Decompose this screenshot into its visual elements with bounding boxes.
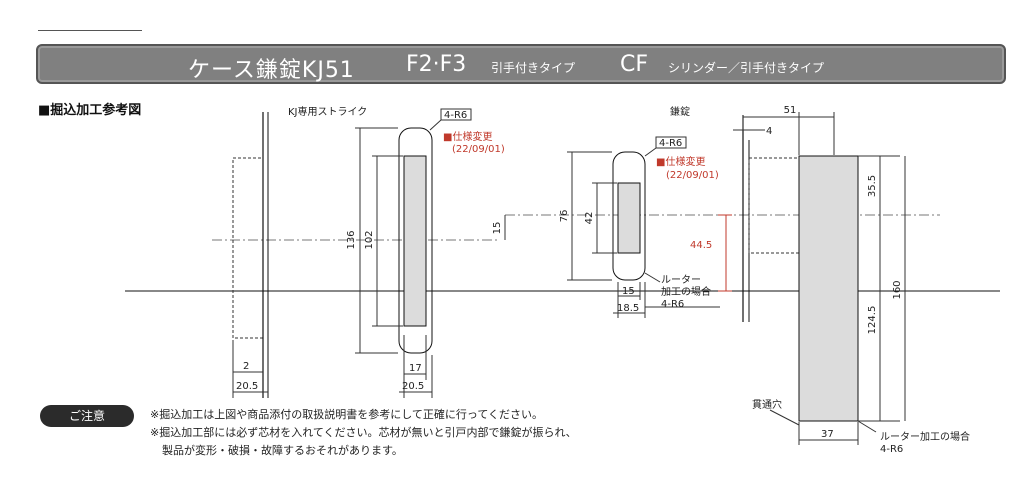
dim-37: 37 <box>821 429 834 440</box>
model-cf: CF <box>620 52 649 77</box>
spec-change-b: ■仕様変更 <box>656 155 705 168</box>
dim-51: 51 <box>784 105 797 116</box>
dim-124-5: 124.5 <box>867 306 878 335</box>
caution-line-3: 製品が変形・破損・故障するおそれがあります。 <box>162 444 403 457</box>
router-label-3: 4-R6 <box>661 299 684 310</box>
lock-case <box>798 155 859 422</box>
section-title: ■掘込加工参考図 <box>38 103 142 118</box>
dim-42: 42 <box>584 212 595 225</box>
r6-callout-b: 4-R6 <box>659 138 682 149</box>
dim-136: 136 <box>346 230 357 249</box>
title-banner: ケース鎌錠KJ51 F2·F3 引手付きタイプ CF シリンダー／引手付きタイプ <box>36 44 1006 84</box>
dim-2: 2 <box>243 361 249 372</box>
dim-76: 76 <box>559 210 570 223</box>
caution-line-1: ※掘込加工は上図や商品添付の取扱説明書を参考にして正確に行ってください。 <box>150 408 544 421</box>
dim-35-5: 35.5 <box>867 175 878 197</box>
dim-20-5-a: 20.5 <box>236 381 258 392</box>
annotation-44-5: 44.5 <box>690 240 712 251</box>
router-label-2: 加工の場合 <box>661 285 711 298</box>
router-bottom-label: ルーター加工の場合 <box>880 430 970 443</box>
dim-17: 17 <box>409 363 422 374</box>
dim-20-5-b: 20.5 <box>402 381 424 392</box>
model-f-subtitle: 引手付きタイプ <box>491 61 576 75</box>
dim-4: 4 <box>766 126 772 137</box>
lock-slot <box>617 182 641 254</box>
lock-pocket <box>748 157 800 254</box>
r6-callout-a: 4-R6 <box>444 110 467 121</box>
lock-plate <box>612 151 646 281</box>
model-cf-subtitle: シリンダー／引手付きタイプ <box>668 61 825 75</box>
strike-plate <box>398 127 433 354</box>
strike-slot <box>403 155 427 327</box>
spec-change-a: ■仕様変更 <box>443 130 492 143</box>
spec-date-a: (22/09/01) <box>452 144 505 155</box>
caution-line-2: ※掘込加工部には必ず芯材を入れてください。芯材が無いと引戸内部で鎌錠が振られ、 <box>150 426 577 439</box>
dim-102: 102 <box>364 230 375 249</box>
model-f: F2·F3 <box>406 52 467 77</box>
caution-badge: ご注意 <box>40 405 134 427</box>
dim-160: 160 <box>892 280 903 299</box>
strike-pocket <box>232 157 264 339</box>
through-hole-label: 貫通穴 <box>752 398 782 411</box>
router-label-1: ルーター <box>661 274 701 286</box>
dim-18-5: 18.5 <box>617 303 639 314</box>
lock-label: 鎌錠 <box>670 105 690 118</box>
dim-15-lock: 15 <box>622 286 635 297</box>
strike-label: KJ専用ストライク <box>288 106 367 118</box>
product-title: ケース鎌錠KJ51 <box>188 58 355 83</box>
router-bottom-r6: 4-R6 <box>880 444 903 455</box>
spec-date-b: (22/09/01) <box>666 170 719 181</box>
header-rule <box>38 30 142 31</box>
dim-15-offset: 15 <box>492 222 503 235</box>
